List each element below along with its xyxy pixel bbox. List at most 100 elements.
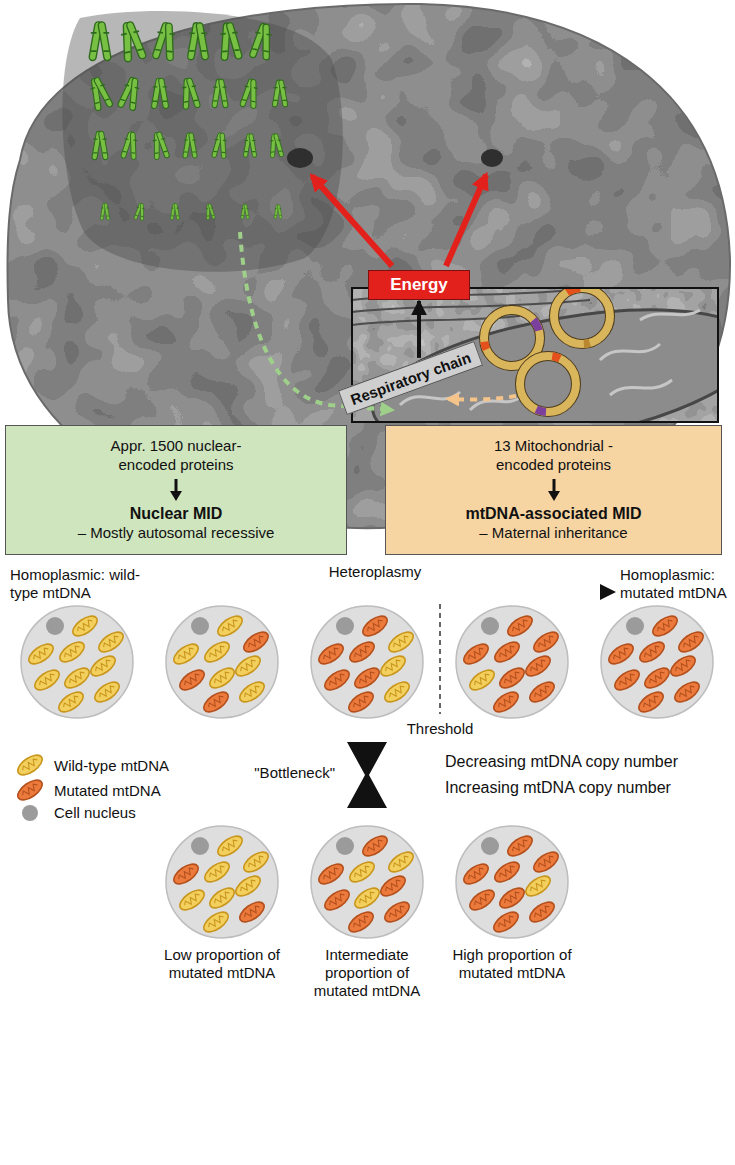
mitochondrion bbox=[207, 884, 238, 912]
mitochondrion bbox=[322, 886, 353, 914]
mitochondrion bbox=[636, 688, 667, 716]
mitochondrion bbox=[386, 628, 417, 656]
mitochondrion bbox=[378, 872, 409, 900]
cell-nucleus bbox=[481, 617, 499, 635]
mitochondrion bbox=[531, 628, 562, 656]
mitochondrion bbox=[352, 884, 383, 912]
node-text: – Maternal inheritance bbox=[479, 524, 627, 543]
mitochondrion bbox=[612, 666, 643, 694]
cell-diagram bbox=[21, 606, 133, 718]
mitochondrion-micrograph bbox=[352, 288, 718, 422]
mitochondrion bbox=[360, 612, 391, 640]
mitochondrion bbox=[177, 666, 208, 694]
node-text: mtDNA-associated MID bbox=[465, 504, 641, 524]
legend-swatch bbox=[14, 754, 46, 776]
mitochondrion bbox=[237, 898, 268, 926]
mitochondrion bbox=[57, 638, 88, 666]
legend-text: Mutated mtDNA bbox=[54, 782, 161, 799]
node-text: 13 Mitochondrial -encoded proteins bbox=[474, 437, 634, 475]
respiratory-chain-box: Respiratory chain bbox=[337, 341, 482, 415]
node-text: Nuclear MID bbox=[130, 504, 222, 524]
mitochondrion bbox=[491, 688, 522, 716]
mitochondrion bbox=[241, 628, 272, 656]
heteroplasmy-axis bbox=[155, 590, 602, 594]
flow-arrow bbox=[417, 301, 421, 358]
info-box: Appr. 1500 nuclear-encoded proteinsNucle… bbox=[5, 425, 347, 555]
mitochondrion bbox=[347, 858, 378, 886]
mitochondrion bbox=[497, 664, 528, 692]
down-arrow bbox=[168, 478, 184, 502]
text-label: Threshold bbox=[395, 720, 485, 738]
text-label: High proportion of mutated mtDNA bbox=[452, 946, 572, 982]
mitochondrion bbox=[215, 612, 246, 640]
cell-nucleus bbox=[191, 837, 209, 855]
cell-diagram bbox=[601, 606, 713, 718]
text-label: Homoplasmic: wild-type mtDNA bbox=[10, 566, 150, 602]
mitochondrion bbox=[461, 860, 492, 888]
mitochondrion bbox=[346, 688, 377, 716]
mitochondrion bbox=[492, 858, 523, 886]
info-box: 13 Mitochondrial -encoded proteins mtDNA-… bbox=[385, 425, 722, 555]
cell-diagram bbox=[311, 826, 423, 938]
cell-nucleus bbox=[481, 837, 499, 855]
legend-swatch-fill bbox=[15, 779, 46, 801]
legend-swatch-fill bbox=[15, 754, 46, 776]
legend-row: Wild-type mtDNA bbox=[14, 754, 169, 776]
mitochondrion bbox=[177, 886, 208, 914]
mtdna-ring bbox=[554, 288, 610, 344]
mitochondrion bbox=[207, 664, 238, 692]
mitochondrion bbox=[527, 678, 558, 706]
mtdna-dashed-arrow bbox=[448, 396, 516, 400]
text-label: Heteroplasmy bbox=[300, 563, 450, 581]
mitochondrion bbox=[202, 858, 233, 886]
nucleolus bbox=[287, 148, 313, 168]
mitochondrion bbox=[201, 688, 232, 716]
nucleus-region bbox=[62, 11, 342, 272]
organelle-spot bbox=[481, 149, 503, 167]
legend-row: Mutated mtDNA bbox=[14, 779, 161, 801]
mitochondrion bbox=[352, 664, 383, 692]
mitochondrion bbox=[637, 638, 668, 666]
text-label: Low proportion of mutated mtDNA bbox=[162, 946, 282, 982]
cell-nucleus bbox=[191, 617, 209, 635]
mitochondrion bbox=[237, 678, 268, 706]
mitochondrion bbox=[233, 872, 264, 900]
text-label: "Bottleneck" bbox=[220, 764, 335, 782]
mitochondrion bbox=[386, 848, 417, 876]
mitochondrion bbox=[62, 664, 93, 692]
chromosomes bbox=[86, 19, 288, 221]
bottleneck-hourglass bbox=[347, 742, 387, 808]
mitochondrion bbox=[96, 628, 127, 656]
mitochondrion bbox=[378, 652, 409, 680]
mitochondrion bbox=[676, 628, 707, 656]
cell-diagram bbox=[166, 826, 278, 938]
text-label: Increasing mtDNA copy number bbox=[445, 778, 730, 797]
cell-diagram bbox=[456, 826, 568, 938]
mitochondrion bbox=[527, 898, 558, 926]
mitochondrion bbox=[642, 664, 673, 692]
mitochondrion bbox=[523, 872, 554, 900]
mitochondrion bbox=[491, 908, 522, 936]
cell-nucleus bbox=[626, 617, 644, 635]
mitochondrion bbox=[467, 886, 498, 914]
down-arrow bbox=[546, 478, 562, 502]
node-text: Energy bbox=[390, 275, 448, 295]
cell-diagram bbox=[166, 606, 278, 718]
legend-text: Cell nucleus bbox=[54, 804, 136, 821]
node-text: Appr. 1500 nuclear-encoded proteins bbox=[87, 437, 265, 475]
legend-swatch bbox=[14, 779, 46, 801]
mitochondrion bbox=[531, 848, 562, 876]
mitochondrion bbox=[505, 832, 536, 860]
cell-diagrams bbox=[21, 606, 713, 938]
mitochondrion bbox=[672, 678, 703, 706]
text-label: Intermediate proportion of mutated mtDNA bbox=[307, 946, 427, 1000]
mitochondrion bbox=[26, 640, 57, 668]
mitochondrion bbox=[316, 640, 347, 668]
mitochondrion bbox=[56, 688, 87, 716]
mitochondrion bbox=[492, 638, 523, 666]
mitochondrion bbox=[316, 860, 347, 888]
mitochondrion bbox=[382, 678, 413, 706]
axis-arrowhead bbox=[600, 584, 616, 600]
